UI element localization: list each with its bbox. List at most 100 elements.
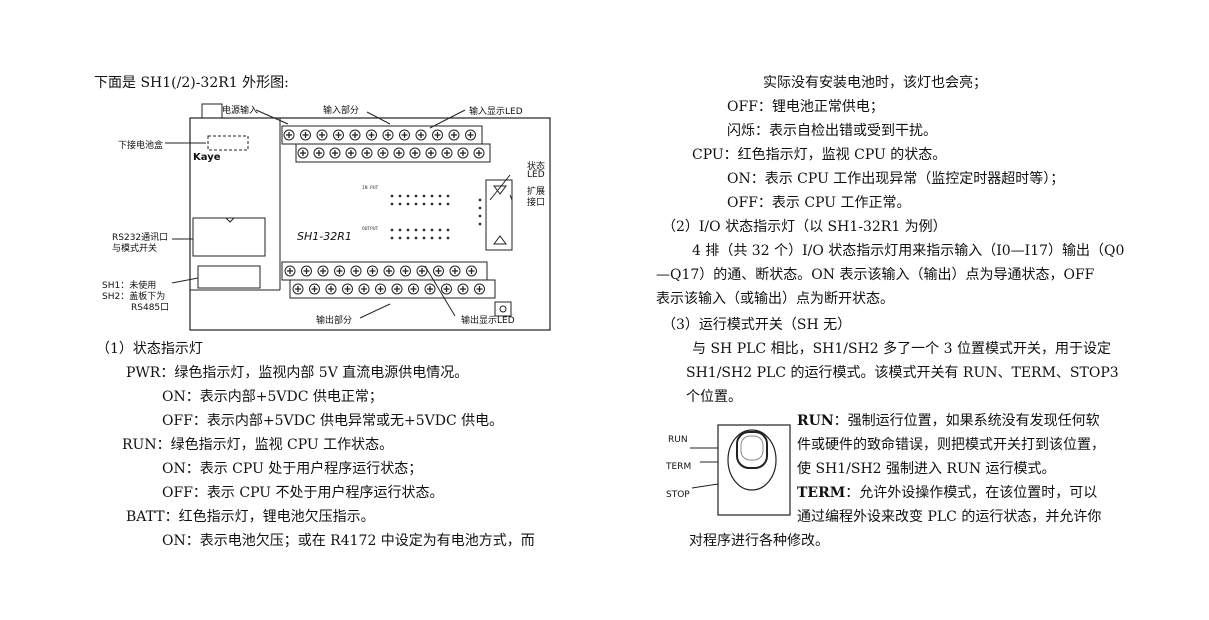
- right-line-3: 闪烁：表示自检出错或受到干扰。: [727, 123, 937, 139]
- terminal-screw-slot: [311, 286, 318, 292]
- device-model: SH1-32R1: [297, 230, 352, 243]
- terminal-screw: [284, 265, 296, 277]
- terminal-screw: [297, 147, 309, 159]
- run-off-text: OFF：表示 CPU 不处于用户程序运行状态。: [162, 485, 444, 501]
- right-line-2: OFF：锂电池正常供电；: [727, 99, 884, 115]
- terminal-screw: [375, 283, 386, 295]
- brand-logo: Kaye: [193, 152, 221, 163]
- led-dot: [446, 236, 450, 240]
- callout-expansion-2: 接口: [527, 198, 546, 208]
- terminal-screw: [391, 283, 403, 295]
- terminal-screw: [433, 265, 444, 277]
- batt-on-text: ON：表示电池欠压；或在 R4172 中设定为有电池方式，而: [162, 533, 535, 549]
- run-on-text: ON：表示 CPU 处于用户程序运行状态；: [162, 461, 423, 477]
- led-dot: [414, 194, 418, 198]
- cpu-off-text: OFF：表示 CPU 工作正常。: [727, 195, 911, 211]
- led-dot: [390, 202, 394, 206]
- terminal-screw-slot: [476, 150, 482, 156]
- pwr-on-text: ON：表示内部+5VDC 供电正常；: [162, 389, 383, 405]
- terminal-screw-slot: [444, 150, 450, 156]
- terminal-screw: [317, 265, 329, 277]
- terminal-screw: [393, 147, 405, 159]
- led-dot: [438, 194, 442, 198]
- terminal-screw: [415, 129, 427, 141]
- terminal-screw: [350, 265, 362, 277]
- callout-status-led-2: LED: [527, 170, 545, 180]
- terminal-screw-slot: [380, 150, 386, 156]
- led-dot: [422, 202, 426, 206]
- terminal-screw-slot: [302, 132, 309, 138]
- terminal-screw-slot: [295, 286, 301, 292]
- terminal-screw: [325, 283, 337, 295]
- pwr-text: PWR：绿色指示灯，监视内部 5V 直流电源供电情况。: [126, 365, 469, 381]
- terminal-screw-slot: [352, 132, 358, 138]
- led-dot: [446, 228, 450, 232]
- terminal-screw-slot: [319, 132, 325, 138]
- right-line-1: 实际没有安装电池时，该灯也会亮；: [763, 75, 987, 91]
- section2-para-2: —Q17）的通、断状态。ON 表示该输入（输出）点为导通状态，OFF: [656, 267, 1095, 283]
- section3-title: （3）运行模式开关（SH 无）: [662, 317, 852, 333]
- terminal-screw-slot: [402, 268, 409, 274]
- callout-sh-1: SH1：未使用: [102, 281, 157, 291]
- terminal-screw: [465, 129, 476, 141]
- terminal-screw: [367, 265, 378, 277]
- led-dot: [430, 194, 434, 198]
- led-dot: [430, 202, 434, 206]
- terminal-screw: [349, 129, 361, 141]
- section2-para-1: 4 排（共 32 个）I/O 状态指示灯用来指示输入（I0—I17）输出（Q0: [692, 243, 1125, 259]
- led-dot: [390, 194, 394, 198]
- terminal-screw-slot: [332, 150, 338, 156]
- terminal-screw-slot: [353, 268, 359, 274]
- terminal-screw: [399, 129, 410, 141]
- terminal-screw-slot: [401, 132, 408, 138]
- term-desc-1-text: ：允许外设操作模式，在该位置时，可以: [845, 485, 1098, 501]
- terminal-screw: [283, 129, 295, 141]
- terminal-screw: [449, 265, 461, 277]
- led-dot: [478, 222, 482, 226]
- led-dot: [406, 194, 410, 198]
- terminal-screw: [301, 265, 312, 277]
- cpu-on-text: ON：表示 CPU 工作出现异常（监控定时器超时等）；: [727, 171, 1065, 187]
- terminal-screw-slot: [364, 150, 370, 156]
- led-dot: [398, 236, 402, 240]
- callout-output-section: 输出部分: [316, 316, 353, 326]
- run-text: RUN：绿色指示灯，监视 CPU 工作状态。: [122, 437, 394, 453]
- led-dot: [398, 194, 402, 198]
- terminal-screw-slot: [396, 150, 402, 156]
- terminal-screw: [448, 129, 460, 141]
- led-dot: [414, 236, 418, 240]
- callout-expansion-1: 扩展: [527, 187, 546, 197]
- panel-input-label: IN PUT: [362, 186, 379, 191]
- terminal-screw: [466, 265, 477, 277]
- led-dot: [438, 228, 442, 232]
- terminal-screw: [329, 147, 341, 159]
- terminal-screw: [424, 283, 436, 295]
- led-dot: [414, 202, 418, 206]
- terminal-screw-slot: [428, 150, 434, 156]
- terminal-screw-slot: [427, 286, 433, 292]
- callout-rs232-1: RS232通讯口: [112, 233, 169, 243]
- terminal-screw: [334, 265, 345, 277]
- led-dot: [390, 228, 394, 232]
- terminal-screw: [409, 147, 421, 159]
- terminal-screw-slot: [368, 132, 375, 138]
- terminal-screw-slot: [385, 132, 391, 138]
- batt-text: BATT：红色指示灯，锂电池欠压指示。: [126, 509, 375, 525]
- terminal-screw: [382, 129, 394, 141]
- terminal-screw-slot: [300, 150, 306, 156]
- terminal-screw-slot: [320, 268, 326, 274]
- section3-para-2: SH1/SH2 PLC 的运行模式。该模式开关有 RUN、TERM、STOP3: [686, 365, 1119, 381]
- terminal-screw-slot: [369, 268, 376, 274]
- terminal-screw: [432, 129, 443, 141]
- terminal-screw-slot: [386, 268, 392, 274]
- callout-sh-2: SH2：盖板下为: [102, 292, 166, 302]
- callout-output-led: 输出显示LED: [461, 316, 515, 326]
- terminal-screw-slot: [377, 286, 384, 292]
- terminal-screw-slot: [468, 268, 475, 274]
- terminal-screw: [300, 129, 311, 141]
- led-dot: [430, 236, 434, 240]
- terminal-screw-slot: [287, 268, 293, 274]
- terminal-screw-slot: [451, 132, 457, 138]
